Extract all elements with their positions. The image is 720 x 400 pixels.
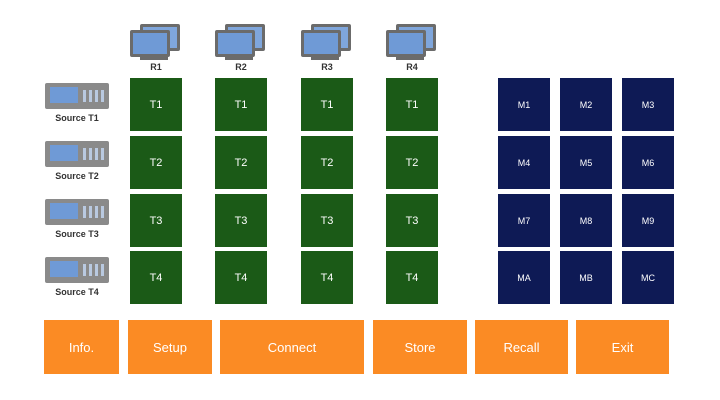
matrix-tile-r3-t2[interactable]: T2 xyxy=(301,136,353,189)
source-device-icon xyxy=(45,199,109,225)
matrix-tile-r1-t2[interactable]: T2 xyxy=(130,136,182,189)
matrix-tile-r4-t1[interactable]: T1 xyxy=(386,78,438,131)
source-device-icon xyxy=(45,257,109,283)
memory-tile-m7[interactable]: M7 xyxy=(498,194,550,247)
matrix-tile-r4-t2[interactable]: T2 xyxy=(386,136,438,189)
source-t2: Source T2 xyxy=(41,141,113,181)
setup-button[interactable]: Setup xyxy=(128,320,212,374)
memory-tile-m1[interactable]: M1 xyxy=(498,78,550,131)
receiver-label: R2 xyxy=(235,62,247,72)
receiver-label: R4 xyxy=(406,62,418,72)
memory-tile-m8[interactable]: M8 xyxy=(560,194,612,247)
memory-tile-m6[interactable]: M6 xyxy=(622,136,674,189)
info-button[interactable]: Info. xyxy=(44,320,119,374)
source-label: Source T2 xyxy=(55,171,99,181)
matrix-tile-r2-t3[interactable]: T3 xyxy=(215,194,267,247)
recall-button[interactable]: Recall xyxy=(475,320,568,374)
matrix-tile-r1-t1[interactable]: T1 xyxy=(130,78,182,131)
memory-tile-mc[interactable]: MC xyxy=(622,251,674,304)
memory-tile-m9[interactable]: M9 xyxy=(622,194,674,247)
receiver-r3: R3 xyxy=(301,24,353,72)
matrix-tile-r2-t4[interactable]: T4 xyxy=(215,251,267,304)
matrix-tile-r1-t4[interactable]: T4 xyxy=(130,251,182,304)
matrix-tile-r4-t3[interactable]: T3 xyxy=(386,194,438,247)
receiver-r1: R1 xyxy=(130,24,182,72)
source-t4: Source T4 xyxy=(41,257,113,297)
source-t1: Source T1 xyxy=(41,83,113,123)
source-device-icon xyxy=(45,141,109,167)
source-t3: Source T3 xyxy=(41,199,113,239)
matrix-tile-r2-t1[interactable]: T1 xyxy=(215,78,267,131)
receiver-r4: R4 xyxy=(386,24,438,72)
memory-tile-m4[interactable]: M4 xyxy=(498,136,550,189)
monitor-icon xyxy=(215,24,267,60)
store-button[interactable]: Store xyxy=(373,320,467,374)
monitor-icon xyxy=(130,24,182,60)
matrix-tile-r3-t3[interactable]: T3 xyxy=(301,194,353,247)
matrix-tile-r4-t4[interactable]: T4 xyxy=(386,251,438,304)
monitor-icon xyxy=(386,24,438,60)
memory-tile-ma[interactable]: MA xyxy=(498,251,550,304)
memory-tile-mb[interactable]: MB xyxy=(560,251,612,304)
matrix-tile-r2-t2[interactable]: T2 xyxy=(215,136,267,189)
matrix-tile-r3-t4[interactable]: T4 xyxy=(301,251,353,304)
receiver-label: R1 xyxy=(150,62,162,72)
source-label: Source T4 xyxy=(55,287,99,297)
monitor-icon xyxy=(301,24,353,60)
memory-tile-m2[interactable]: M2 xyxy=(560,78,612,131)
memory-tile-m3[interactable]: M3 xyxy=(622,78,674,131)
receiver-label: R3 xyxy=(321,62,333,72)
exit-button[interactable]: Exit xyxy=(576,320,669,374)
source-label: Source T1 xyxy=(55,113,99,123)
memory-tile-m5[interactable]: M5 xyxy=(560,136,612,189)
connect-button[interactable]: Connect xyxy=(220,320,364,374)
matrix-tile-r3-t1[interactable]: T1 xyxy=(301,78,353,131)
source-label: Source T3 xyxy=(55,229,99,239)
receiver-r2: R2 xyxy=(215,24,267,72)
source-device-icon xyxy=(45,83,109,109)
matrix-tile-r1-t3[interactable]: T3 xyxy=(130,194,182,247)
